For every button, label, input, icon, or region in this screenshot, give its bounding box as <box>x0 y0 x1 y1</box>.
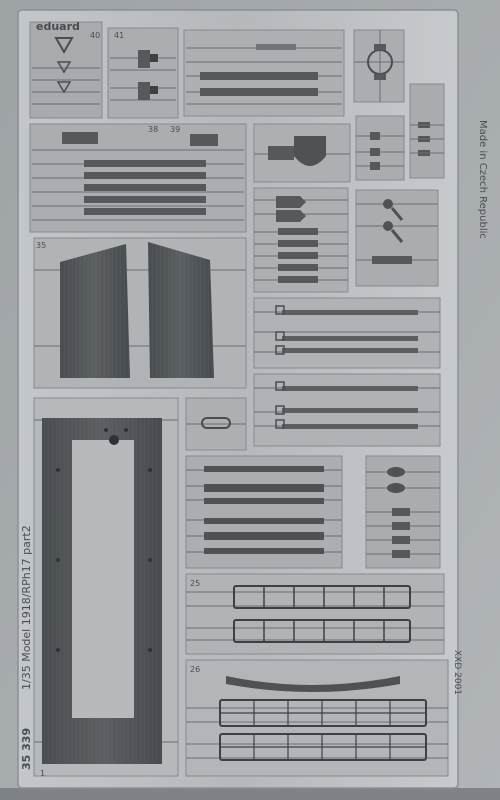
part-number-40: 40 <box>90 31 100 40</box>
cell-track-guides <box>185 455 343 569</box>
cell-slats <box>29 123 247 233</box>
cell-straps-1 <box>253 297 441 369</box>
cell-chain <box>185 397 247 451</box>
cell-keys <box>355 189 439 287</box>
brand-label: eduard <box>36 20 80 33</box>
cell-right-strip <box>409 83 445 179</box>
cell-doors <box>33 237 247 389</box>
sheet-title: 1/35 Model 1918/RPh17 part2 <box>20 525 33 690</box>
part-number-35: 35 <box>36 241 46 250</box>
cell-shovel <box>253 123 351 183</box>
background-shadow <box>0 788 500 800</box>
cell-straps-2 <box>253 373 441 447</box>
part-number-1: 1 <box>40 769 45 778</box>
cell-grilles-1 <box>185 573 445 655</box>
cell-ring <box>353 29 405 103</box>
part-number-39: 39 <box>170 125 180 134</box>
sheet-code: XXD 2001 <box>452 650 462 695</box>
cell-top-left <box>29 21 103 119</box>
cell-brackets <box>107 27 179 119</box>
cell-grilles-2 <box>185 659 449 777</box>
origin-label: Made in Czech Republic <box>477 120 488 239</box>
catalog-number: 35 339 <box>20 728 33 770</box>
part-number-25: 25 <box>190 579 200 588</box>
cell-fittings <box>365 455 441 569</box>
cell-clamps <box>253 187 349 293</box>
part-number-41: 41 <box>114 31 124 40</box>
cell-pins <box>355 115 405 181</box>
part-number-38: 38 <box>148 125 158 134</box>
part-number-26: 26 <box>190 665 200 674</box>
cell-long-bars <box>183 29 345 117</box>
cell-hull-plate <box>33 397 179 777</box>
